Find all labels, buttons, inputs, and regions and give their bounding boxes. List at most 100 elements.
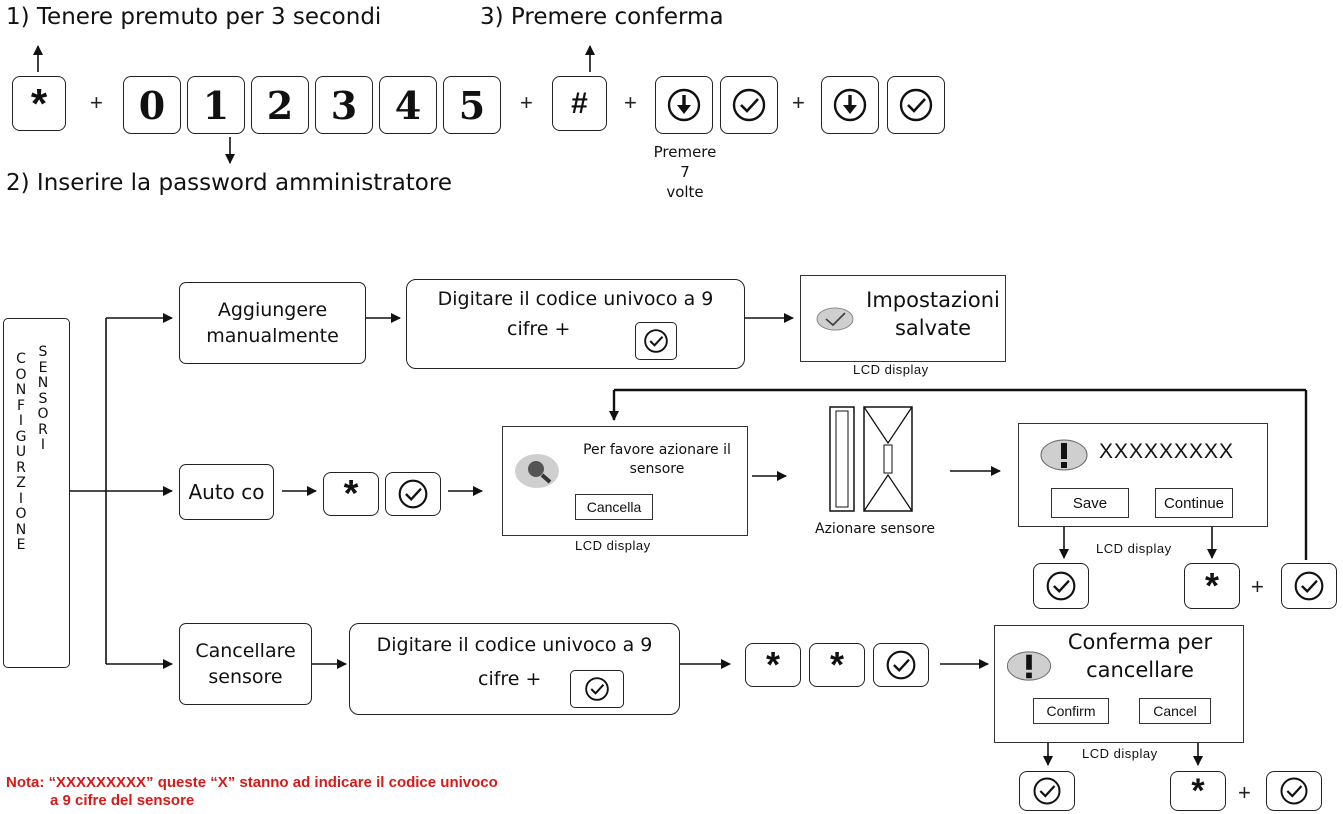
star-key[interactable]: * — [809, 643, 865, 687]
plus-sign: + — [1251, 574, 1264, 599]
delete-sensor-label: sensore — [208, 666, 283, 688]
continue-button[interactable]: Continue — [1155, 488, 1233, 518]
lcd-caption: LCD display — [853, 362, 929, 377]
vertical-letter: N — [15, 382, 27, 398]
digit-key-2[interactable]: 2 — [251, 76, 309, 134]
manual-code-entry-box: Digitare il codice univoco a 9 cifre + — [406, 279, 745, 369]
lcd-caption: LCD display — [1082, 746, 1158, 761]
lcd-sensor-found-screen: XXXXXXXXX Save Continue — [1018, 423, 1268, 527]
confirm-delete-line: cancellare — [1086, 658, 1194, 682]
lcd-activate-sensor-screen: Per favore azionare il sensore Cancella — [502, 426, 748, 536]
down-arrow-icon — [667, 88, 701, 122]
manual-add-label: manualmente — [206, 325, 339, 347]
code-instruction-suffix: cifre + — [507, 318, 571, 340]
hash-key[interactable]: # — [552, 76, 607, 131]
vertical-letter: Z — [16, 475, 26, 491]
vertical-letter: R — [16, 459, 26, 476]
step-2-label: 2) Inserire la password amministratore — [6, 170, 452, 196]
confirm-key[interactable] — [570, 670, 624, 708]
check-circle-icon — [886, 650, 916, 680]
confirm-key[interactable] — [720, 76, 778, 134]
confirm-key[interactable] — [1033, 563, 1089, 609]
check-circle-icon — [585, 677, 609, 701]
cancel-button[interactable]: Cancel — [1139, 698, 1211, 724]
alert-icon — [1040, 439, 1088, 471]
vertical-letter: N — [37, 375, 49, 391]
plus-sign: + — [90, 90, 103, 115]
delete-code-entry-box: Digitare il codice univoco a 9 cifre + — [349, 623, 680, 715]
star-key[interactable]: * — [1184, 563, 1240, 609]
digit-key-4[interactable]: 4 — [379, 76, 437, 134]
code-instruction: Digitare il codice univoco a 9 — [376, 634, 653, 656]
star-key[interactable]: * — [745, 643, 801, 687]
saved-message-line: salvate — [894, 316, 972, 340]
manual-add-label: Aggiungere — [217, 299, 328, 321]
lcd-caption: LCD display — [575, 538, 651, 553]
confirm-button[interactable]: Confirm — [1033, 698, 1109, 724]
star-key[interactable]: * — [323, 472, 379, 516]
plus-sign: + — [624, 90, 637, 115]
step-3-label: 3) Premere conferma — [480, 4, 724, 30]
down-arrow-key[interactable] — [821, 76, 879, 134]
vertical-letter: I — [18, 413, 24, 429]
confirm-key[interactable] — [1281, 563, 1337, 609]
vertical-letter: U — [15, 444, 27, 460]
configuration-sensors-box — [3, 318, 70, 668]
alert-icon — [1006, 651, 1052, 681]
check-circle-icon — [1280, 777, 1308, 805]
check-circle-icon — [899, 88, 933, 122]
plus-sign: + — [1238, 780, 1251, 805]
check-circle-icon — [1294, 571, 1324, 601]
note-line: Nota: “XXXXXXXXX” queste “X” stanno ad i… — [6, 774, 498, 791]
step-1-label: 1) Tenere premuto per 3 secondi — [6, 4, 382, 30]
delete-sensor-box: Cancellare sensore — [179, 623, 312, 705]
confirm-key[interactable] — [887, 76, 945, 134]
plus-sign: + — [520, 90, 533, 115]
press-seven-times-note: Premere 7 volte — [640, 142, 730, 202]
vertical-letter: N — [15, 521, 27, 538]
cancel-search-button[interactable]: Cancella — [575, 494, 653, 520]
digit-key-1[interactable]: 1 — [187, 76, 245, 134]
activate-sensor-message: Per favore azionare il sensore — [565, 441, 749, 479]
lcd-confirm-delete-screen: Conferma per cancellare Confirm Cancel — [994, 625, 1244, 743]
manual-add-box: Aggiungere manualmente — [179, 282, 366, 364]
confirm-key[interactable] — [1266, 771, 1322, 811]
vertical-letter: S — [38, 390, 48, 407]
down-arrow-key[interactable] — [655, 76, 713, 134]
confirm-key[interactable] — [1019, 771, 1075, 811]
auto-add-box: Auto co — [179, 464, 274, 520]
confirm-key[interactable] — [635, 322, 677, 360]
digit-key-0[interactable]: 0 — [123, 76, 181, 134]
vertical-letter: E — [16, 537, 26, 553]
digit-key-3[interactable]: 3 — [315, 76, 373, 134]
digit-key-5[interactable]: 5 — [443, 76, 501, 134]
vertical-letter: E — [38, 359, 48, 376]
lcd-caption: LCD display — [1096, 541, 1172, 556]
vertical-letter: I — [18, 490, 24, 507]
press-note-line: volte — [666, 183, 704, 201]
activate-sensor-line: Per favore azionare il — [583, 442, 731, 458]
vertical-letter: O — [15, 506, 27, 522]
sensor-code-placeholder: XXXXXXXXX — [1099, 440, 1235, 463]
vertical-letter: O — [15, 366, 27, 383]
vertical-letter: C — [16, 351, 26, 367]
star-key[interactable]: * — [1170, 771, 1226, 811]
save-button[interactable]: Save — [1051, 488, 1129, 518]
confirm-key[interactable] — [385, 472, 441, 516]
vertical-letter: I — [40, 437, 46, 453]
delete-sensor-label: Cancellare — [195, 640, 296, 662]
activate-sensor-line: sensore — [629, 461, 685, 477]
lcd-saved-screen: Impostazioni salvate — [800, 275, 1006, 362]
press-note-line: 7 — [680, 163, 690, 181]
plus-sign: + — [792, 90, 805, 115]
vertical-letter: G — [15, 428, 27, 445]
star-key[interactable]: * — [12, 76, 66, 131]
saved-message: Impostazioni salvate — [859, 286, 1007, 342]
vertical-letter: O — [37, 406, 49, 422]
confirm-key[interactable] — [873, 643, 929, 687]
saved-message-line: Impostazioni — [866, 288, 1000, 312]
down-arrow-icon — [833, 88, 867, 122]
vertical-letter: S — [38, 344, 48, 360]
